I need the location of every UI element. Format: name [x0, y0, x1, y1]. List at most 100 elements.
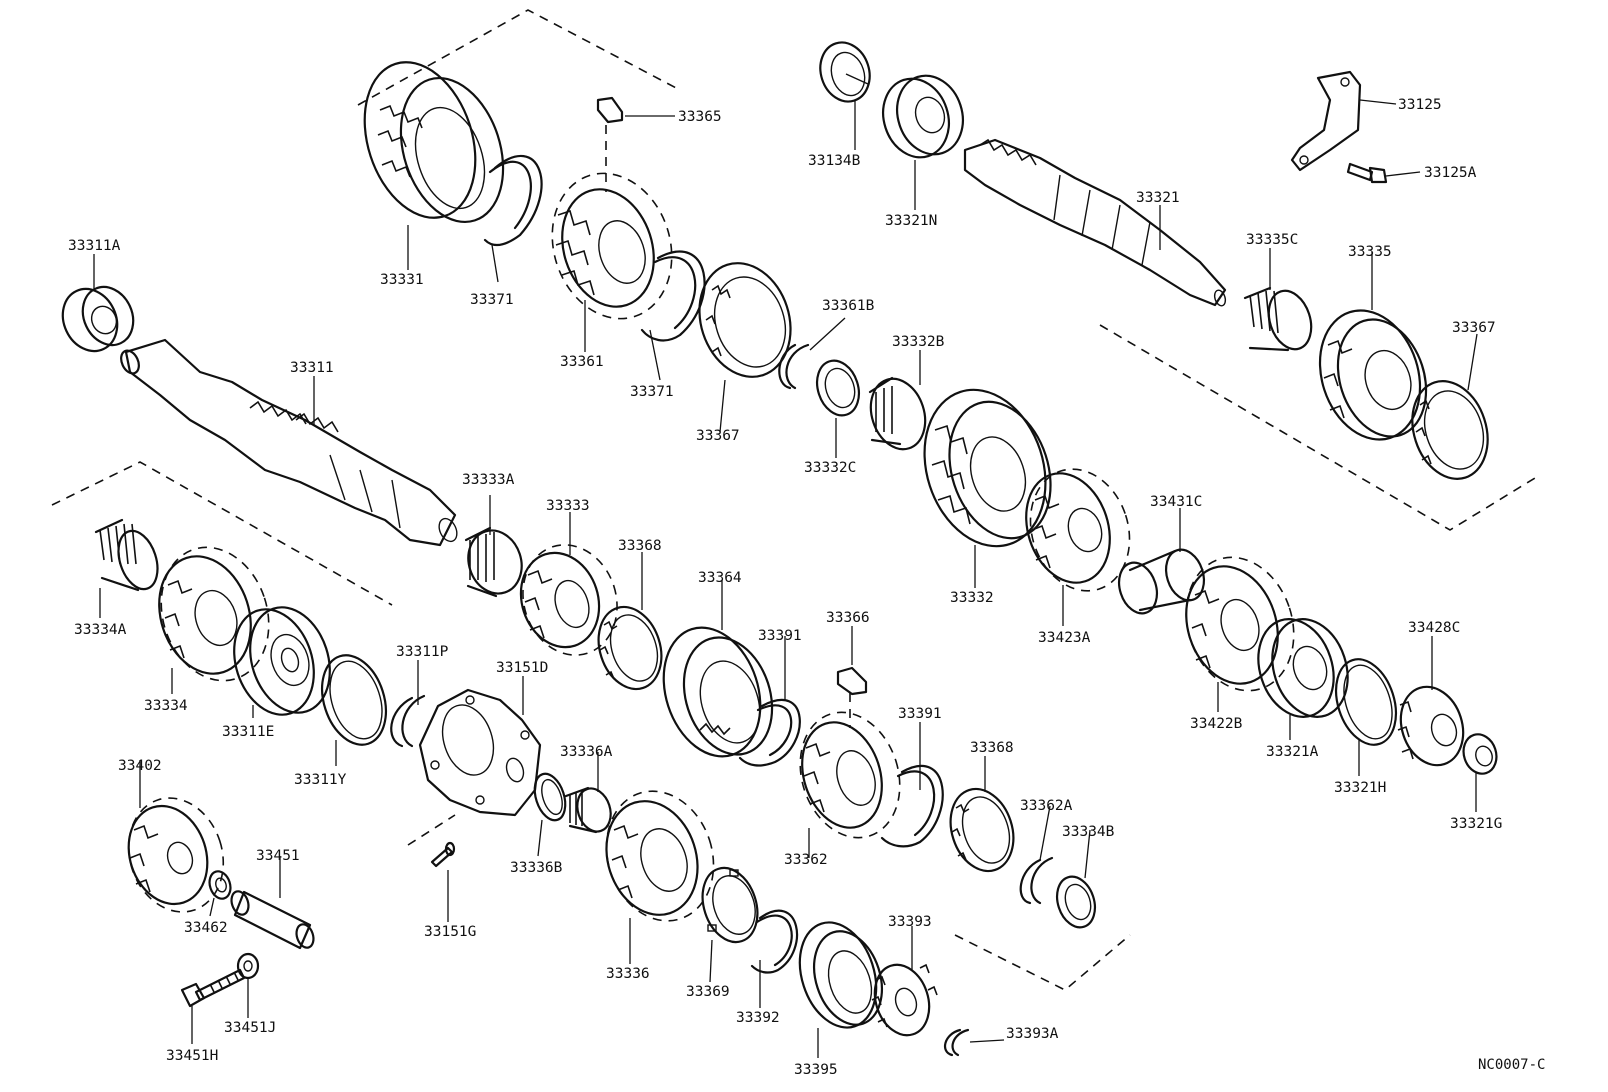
label-33321: 33321 — [1136, 190, 1180, 206]
label-33365: 33365 — [678, 109, 722, 125]
label-33336: 33336 — [606, 966, 650, 982]
part-33336A-needle-bearing — [564, 786, 612, 834]
part-33362-synchronizer-gear — [799, 711, 901, 839]
part-33367-synchronizer-ring-a — [698, 262, 792, 378]
label-33395: 33395 — [794, 1062, 838, 1078]
label-33321A: 33321A — [1266, 744, 1319, 760]
label-33392: 33392 — [736, 1010, 780, 1026]
label-33366: 33366 — [826, 610, 870, 626]
group-outline-left — [51, 461, 393, 606]
part-33125A-bolt — [1346, 162, 1388, 184]
label-33462: 33462 — [184, 920, 228, 936]
part-33321-output-shaft — [963, 138, 1227, 307]
part-33311E-bearing — [233, 606, 331, 716]
part-33366-shifting-key — [836, 666, 868, 696]
label-33371-b: 33371 — [630, 384, 674, 400]
label-33393A: 33393A — [1006, 1026, 1059, 1042]
label-33321N: 33321N — [885, 213, 937, 229]
part-labels: 33311A 33331 33371 33365 33361 33371 331… — [68, 97, 1502, 1078]
part-33335-gear — [1318, 309, 1428, 441]
part-33332C-spacer — [816, 359, 860, 417]
group-outline-right — [1099, 324, 1536, 531]
label-33391-a: 33391 — [758, 628, 802, 644]
part-33125-bracket — [1290, 70, 1362, 172]
part-33371-snap-ring-b — [640, 250, 706, 342]
label-33321G: 33321G — [1450, 816, 1502, 832]
label-33451H: 33451H — [166, 1048, 218, 1064]
part-33311P-snap-ring — [390, 694, 426, 748]
label-33371-a: 33371 — [470, 292, 514, 308]
label-33333: 33333 — [546, 498, 590, 514]
label-33311P: 33311P — [396, 644, 449, 660]
part-33451J-washer — [236, 952, 260, 980]
part-33362A-snap-ring — [1019, 856, 1054, 905]
part-33451-idler-shaft — [230, 890, 315, 950]
label-33451: 33451 — [256, 848, 300, 864]
label-33364: 33364 — [698, 570, 742, 586]
part-33361-synchronizer-gear — [551, 172, 673, 320]
label-33151D: 33151D — [496, 660, 548, 676]
part-33393A-snap-ring — [943, 1028, 970, 1057]
label-33431C: 33431C — [1150, 494, 1202, 510]
label-33334A: 33334A — [74, 622, 127, 638]
label-33332B: 33332B — [892, 334, 945, 350]
label-33423A: 33423A — [1038, 630, 1091, 646]
part-33462-washer — [208, 870, 232, 900]
part-33334B-spacer — [1055, 875, 1097, 929]
label-33428C: 33428C — [1408, 620, 1460, 636]
label-33335C: 33335C — [1246, 232, 1298, 248]
part-33334A-needle-bearing — [94, 518, 159, 592]
label-33321H: 33321H — [1334, 780, 1386, 796]
part-33333-gear — [519, 544, 618, 656]
label-33335: 33335 — [1348, 244, 1392, 260]
label-33368-b: 33368 — [970, 740, 1014, 756]
part-33336-gear — [605, 790, 715, 922]
part-33451H-bolt — [180, 968, 246, 1008]
part-33428C-gear — [1397, 685, 1465, 767]
part-33369-synchronizer-ring — [701, 866, 759, 944]
label-33451J: 33451J — [224, 1020, 276, 1036]
label-33334B: 33334B — [1062, 824, 1115, 840]
part-33393-gear — [871, 963, 938, 1037]
part-33331-hub-sleeve — [363, 61, 505, 224]
part-33402-reverse-idler-gear — [127, 797, 225, 913]
part-33391-snap-ring-b — [880, 764, 944, 848]
label-33125A: 33125A — [1424, 165, 1477, 181]
leader-lines — [93, 99, 1478, 1058]
part-33336B-spacer — [533, 772, 567, 822]
part-33321G-lock-nut — [1462, 733, 1498, 775]
part-33333A-needle-bearing — [464, 526, 523, 598]
label-33422B: 33422B — [1190, 716, 1243, 732]
part-33367-synchronizer-ring-b — [1411, 380, 1489, 480]
group-outline-bottom-right — [954, 934, 1131, 991]
label-33334: 33334 — [144, 698, 188, 714]
label-33367-a: 33367 — [696, 428, 740, 444]
label-33361B: 33361B — [822, 298, 875, 314]
part-33321N-bearing — [882, 74, 964, 159]
part-33364-hub-sleeve — [662, 626, 774, 758]
part-33371-snap-ring-a — [483, 154, 543, 247]
part-33422B-gear — [1185, 556, 1295, 692]
part-33423A-gear — [1025, 468, 1131, 592]
part-33311-input-shaft — [120, 338, 458, 547]
part-33151D-bearing-retainer — [418, 688, 542, 817]
part-33151G-screw — [430, 841, 456, 868]
group-outline-plate — [407, 814, 456, 846]
label-33311A: 33311A — [68, 238, 121, 254]
label-33331: 33331 — [380, 272, 424, 288]
part-33321H-spacer-ring — [1335, 658, 1397, 746]
label-33391-b: 33391 — [898, 706, 942, 722]
part-33391-snap-ring-a — [738, 698, 801, 767]
label-33369: 33369 — [686, 984, 730, 1000]
label-33332C: 33332C — [804, 460, 856, 476]
group-outline-top-left — [357, 9, 681, 106]
part-33361B-snap-ring — [778, 343, 810, 390]
label-33402: 33402 — [118, 758, 162, 774]
label-33134B: 33134B — [808, 153, 861, 169]
part-33335C-needle-bearing — [1243, 286, 1313, 352]
part-33395-hub-sleeve — [798, 921, 883, 1029]
part-33311A-bearing — [61, 285, 135, 353]
label-33332: 33332 — [950, 590, 994, 606]
